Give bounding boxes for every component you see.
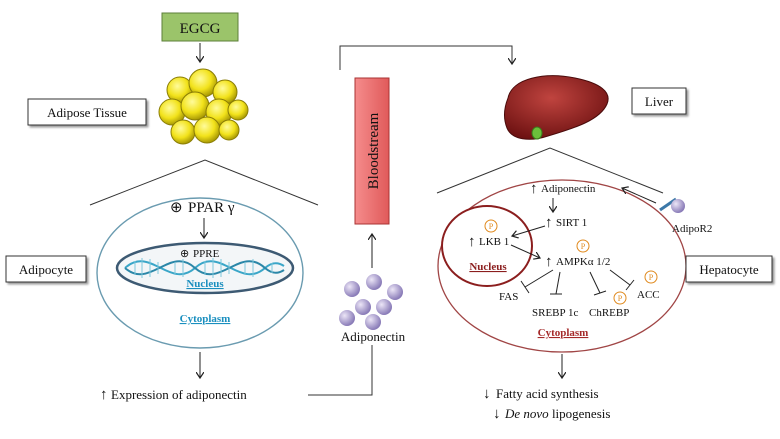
egcg-box	[161, 12, 239, 42]
adipor2-receptor-icon	[659, 197, 685, 213]
expression-up-arrow: ↑	[100, 387, 108, 403]
adiponectin-label: Adiponectin	[341, 329, 406, 344]
hepatocyte-nucleus	[441, 205, 533, 287]
fatty-acid-label: Fatty acid synthesis	[496, 386, 599, 401]
sirt1-up: ↑	[545, 215, 553, 231]
liver-label: Liver	[645, 94, 674, 109]
zoom-lines-right	[436, 147, 664, 194]
arrow-lkb1-ampk	[510, 244, 540, 258]
arrow-adipor2-adiponectin	[622, 188, 657, 204]
lkb1-up: ↑	[468, 234, 476, 250]
arrow-sirt1-lkb1	[512, 225, 546, 236]
lipogenesis-text: De novo lipogenesis	[504, 406, 610, 421]
lkb1-phospho-icon: P	[484, 219, 498, 233]
adipor2-label: AdipoR2	[672, 223, 712, 235]
zoom-lines-left	[89, 159, 319, 206]
svg-text:P: P	[581, 242, 586, 251]
ppar-plus: ⊕	[170, 200, 183, 216]
ampk-label: AMPKα 1/2	[556, 256, 610, 268]
ampk-inhibition-lines	[520, 269, 635, 296]
hep-adiponectin-label: Adiponectin	[541, 183, 596, 195]
fatty-acid-down: ↓	[483, 386, 491, 402]
hepatocyte-cytoplasm-label: Cytoplasm	[538, 327, 589, 339]
svg-text:P: P	[489, 222, 494, 231]
lkb1-label: LKB 1	[479, 236, 509, 248]
adiponectin-molecules-icon	[339, 274, 403, 330]
acc-label: ACC	[637, 289, 660, 301]
connector-bloodstream-liver	[339, 45, 512, 70]
adipose-tissue-icon	[158, 68, 249, 145]
egcg-label: EGCG	[180, 21, 221, 37]
svg-text:P: P	[618, 294, 623, 303]
expression-label: Expression of adiponectin	[111, 387, 247, 402]
ampk-phospho-icon: P	[576, 239, 590, 253]
adipocyte-cytoplasm-label: Cytoplasm	[180, 313, 231, 325]
adipocyte-label: Adipocyte	[19, 262, 73, 277]
ppre-label: PPRE	[193, 248, 220, 260]
bloodstream-label: Bloodstream	[366, 112, 382, 189]
ppar-gamma-label: PPAR γ	[188, 200, 235, 216]
hep-adiponectin-up: ↑	[530, 181, 538, 197]
lipogenesis-down: ↓	[493, 406, 501, 422]
svg-text:P: P	[649, 273, 654, 282]
liver-icon	[504, 75, 609, 140]
adipocyte-nucleus-label: Nucleus	[186, 278, 224, 290]
de-novo-text: De novo	[504, 406, 549, 421]
liver-box	[631, 87, 687, 115]
sirt1-label: SIRT 1	[556, 217, 587, 229]
adipose-tissue-label: Adipose Tissue	[47, 105, 127, 120]
lipogenesis-word: lipogenesis	[549, 406, 611, 421]
chrebp-phospho-icon: P	[613, 291, 627, 305]
dna-helix-icon	[124, 258, 285, 278]
bloodstream-box	[354, 77, 390, 225]
hepatocyte-box	[685, 255, 773, 283]
adipose-tissue-box	[27, 98, 147, 126]
hepatocyte-label: Hepatocyte	[699, 262, 758, 277]
acc-phospho-icon: P	[644, 270, 658, 284]
connector-expression-adiponectin	[308, 345, 373, 396]
ampk-up: ↑	[545, 254, 553, 270]
srebp1c-label: SREBP 1c	[532, 307, 578, 319]
adipocyte-box	[5, 255, 87, 283]
ppre-plus: ⊕	[180, 248, 189, 260]
fas-label: FAS	[499, 291, 518, 303]
hepatocyte-nucleus-label: Nucleus	[469, 261, 507, 273]
chrebp-label: ChREBP	[589, 307, 629, 319]
